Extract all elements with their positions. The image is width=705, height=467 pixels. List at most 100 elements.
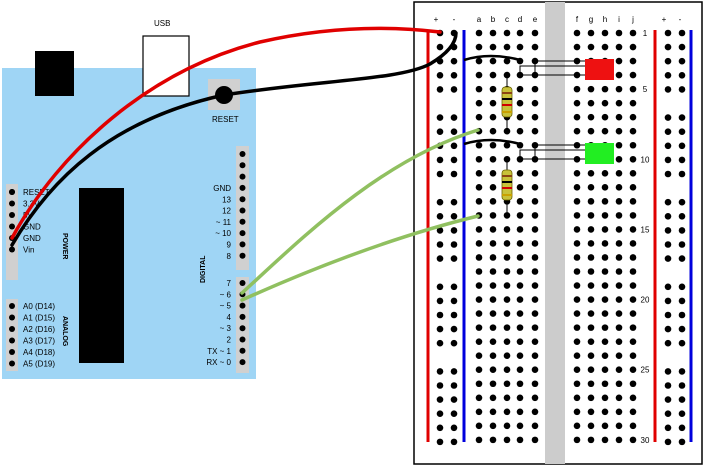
- breadboard-hole[interactable]: [573, 198, 581, 205]
- rail-hole[interactable]: [678, 128, 686, 135]
- breadboard-hole[interactable]: [489, 254, 497, 261]
- breadboard-hole[interactable]: [601, 254, 609, 261]
- breadboard-hole[interactable]: [629, 394, 637, 402]
- rail-hole[interactable]: [450, 255, 458, 262]
- breadboard-hole[interactable]: [573, 85, 581, 93]
- analog-header-pin[interactable]: [9, 360, 15, 367]
- rail-hole[interactable]: [678, 170, 686, 178]
- rail-hole[interactable]: [678, 114, 686, 121]
- rail-hole[interactable]: [678, 311, 686, 319]
- breadboard-hole[interactable]: [531, 282, 539, 289]
- digital-header-pin[interactable]: [239, 302, 246, 309]
- breadboard-hole[interactable]: [489, 212, 497, 219]
- rail-hole[interactable]: [664, 227, 672, 234]
- analog-header-pin[interactable]: [9, 337, 15, 344]
- breadboard-hole[interactable]: [531, 240, 539, 247]
- breadboard-hole[interactable]: [475, 408, 483, 416]
- breadboard-hole[interactable]: [629, 338, 637, 345]
- breadboard-hole[interactable]: [629, 324, 637, 331]
- breadboard-hole[interactable]: [629, 71, 637, 79]
- rail-hole[interactable]: [436, 283, 444, 291]
- breadboard-hole[interactable]: [615, 240, 623, 247]
- breadboard-hole[interactable]: [516, 43, 524, 51]
- breadboard-hole[interactable]: [531, 85, 539, 93]
- breadboard-hole[interactable]: [601, 422, 609, 430]
- breadboard-hole[interactable]: [587, 85, 595, 93]
- breadboard-hole[interactable]: [615, 29, 623, 37]
- breadboard-hole[interactable]: [629, 29, 637, 37]
- breadboard-hole[interactable]: [516, 212, 524, 219]
- breadboard-hole[interactable]: [573, 282, 581, 289]
- breadboard-hole[interactable]: [475, 394, 483, 402]
- breadboard-hole[interactable]: [475, 198, 483, 205]
- rail-hole[interactable]: [436, 114, 444, 121]
- analog-header-pin[interactable]: [9, 326, 15, 332]
- rail-hole[interactable]: [450, 382, 458, 389]
- breadboard-hole[interactable]: [489, 268, 497, 275]
- breadboard-hole[interactable]: [573, 99, 581, 107]
- breadboard-hole[interactable]: [587, 184, 595, 191]
- rail-hole[interactable]: [664, 142, 672, 150]
- breadboard-hole[interactable]: [516, 198, 524, 205]
- breadboard-hole[interactable]: [615, 366, 623, 374]
- rail-hole[interactable]: [678, 410, 686, 418]
- breadboard-hole[interactable]: [503, 380, 511, 388]
- breadboard-hole[interactable]: [489, 127, 497, 135]
- digital-header-pin[interactable]: [239, 162, 246, 169]
- rail-hole[interactable]: [664, 241, 672, 248]
- rail-hole[interactable]: [436, 86, 444, 93]
- breadboard-hole[interactable]: [629, 226, 637, 233]
- rail-hole[interactable]: [678, 382, 686, 389]
- breadboard-hole[interactable]: [615, 170, 623, 177]
- breadboard-hole[interactable]: [573, 184, 581, 191]
- breadboard-hole[interactable]: [475, 254, 483, 261]
- breadboard-hole[interactable]: [587, 170, 595, 177]
- breadboard-hole[interactable]: [615, 394, 623, 402]
- breadboard-hole[interactable]: [587, 198, 595, 205]
- breadboard-hole[interactable]: [573, 254, 581, 261]
- breadboard-hole[interactable]: [615, 226, 623, 233]
- breadboard-hole[interactable]: [503, 324, 511, 331]
- breadboard-hole[interactable]: [629, 141, 637, 149]
- rail-hole[interactable]: [678, 198, 686, 206]
- rail-hole[interactable]: [436, 297, 444, 305]
- breadboard-hole[interactable]: [531, 422, 539, 430]
- breadboard-hole[interactable]: [531, 324, 539, 331]
- breadboard-hole[interactable]: [475, 268, 483, 275]
- breadboard-hole[interactable]: [601, 380, 609, 388]
- digital-header-pin[interactable]: [239, 173, 246, 180]
- rail-hole[interactable]: [450, 283, 458, 291]
- breadboard-hole[interactable]: [629, 155, 637, 163]
- digital-header-pin[interactable]: [239, 313, 246, 320]
- breadboard-hole[interactable]: [629, 170, 637, 177]
- breadboard-hole[interactable]: [615, 85, 623, 93]
- breadboard-hole[interactable]: [516, 338, 524, 345]
- breadboard-hole[interactable]: [531, 366, 539, 374]
- breadboard-hole[interactable]: [615, 43, 623, 51]
- breadboard-hole[interactable]: [629, 85, 637, 93]
- breadboard-hole[interactable]: [601, 296, 609, 303]
- breadboard-hole[interactable]: [615, 352, 623, 359]
- breadboard-hole[interactable]: [531, 436, 539, 444]
- digital-header-pin[interactable]: [239, 151, 246, 157]
- rail-hole[interactable]: [436, 255, 444, 262]
- breadboard-hole[interactable]: [531, 170, 539, 177]
- breadboard-hole[interactable]: [516, 380, 524, 388]
- breadboard-hole[interactable]: [629, 352, 637, 359]
- breadboard-hole[interactable]: [615, 422, 623, 430]
- rail-hole[interactable]: [664, 198, 672, 206]
- breadboard-hole[interactable]: [601, 310, 609, 317]
- breadboard-hole[interactable]: [601, 436, 609, 444]
- breadboard-hole[interactable]: [475, 155, 483, 163]
- breadboard-hole[interactable]: [587, 268, 595, 275]
- breadboard-hole[interactable]: [615, 99, 623, 107]
- breadboard-hole[interactable]: [601, 282, 609, 289]
- breadboard-hole[interactable]: [531, 254, 539, 261]
- breadboard-hole[interactable]: [587, 324, 595, 331]
- rail-hole[interactable]: [450, 156, 458, 164]
- breadboard-hole[interactable]: [489, 184, 497, 191]
- breadboard-hole[interactable]: [475, 113, 483, 121]
- breadboard-hole[interactable]: [489, 29, 497, 37]
- breadboard-hole[interactable]: [516, 29, 524, 37]
- breadboard-hole[interactable]: [587, 212, 595, 219]
